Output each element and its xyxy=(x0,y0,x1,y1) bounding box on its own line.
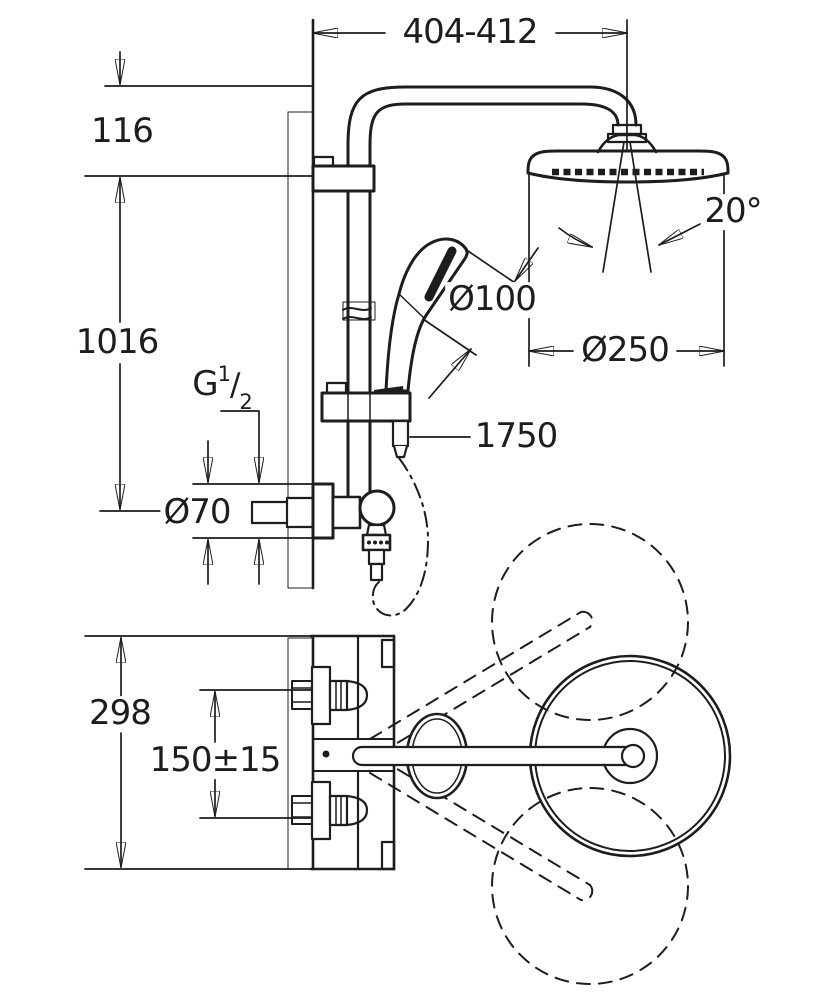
supply-stub-plan xyxy=(291,680,314,710)
spray-angle-label: 20° xyxy=(701,193,765,230)
thermostat-valve-front xyxy=(250,482,396,582)
swivel-arm-bottom xyxy=(369,757,591,901)
valve-knob xyxy=(358,489,396,527)
valve-height-label: 298 xyxy=(86,695,154,732)
dim-hand-shower xyxy=(422,247,539,399)
valve-plan xyxy=(291,634,396,871)
supply-stub-plan xyxy=(291,795,314,825)
rail-height-label: 1016 xyxy=(72,324,162,361)
thread-size-label: G1/2 xyxy=(189,361,255,413)
dim-rail-height xyxy=(99,178,164,512)
thread-denominator: 2 xyxy=(239,390,252,415)
head-mount-bell xyxy=(596,133,658,154)
dim-inlet-spacing xyxy=(199,689,312,819)
wall-hatch-plan xyxy=(287,637,314,870)
escutcheon-plan xyxy=(310,780,332,841)
thread-prefix: G xyxy=(192,364,218,405)
rail-break-mark xyxy=(342,307,372,311)
supply-nut xyxy=(285,496,315,529)
valve-connector xyxy=(331,495,362,530)
plan-view xyxy=(84,523,732,985)
escutcheon-diameter-label: Ø70 xyxy=(160,494,234,531)
dim-head-drop xyxy=(84,51,314,177)
head-drop-label: 116 xyxy=(88,113,156,150)
head-shower-diameter-label: Ø250 xyxy=(578,332,672,369)
shower-arm xyxy=(346,85,638,147)
slider-bracket xyxy=(320,381,412,459)
wall-bracket xyxy=(311,155,376,193)
head-shower xyxy=(526,123,730,184)
union-nut-plan xyxy=(328,794,349,827)
shower-hose xyxy=(371,457,429,617)
swivel-circle-top xyxy=(491,523,689,721)
head-plate xyxy=(526,149,730,184)
hand-shower xyxy=(374,237,469,402)
union-dome xyxy=(345,794,369,827)
hand-shower-body xyxy=(384,237,469,393)
hand-shower-neck-line xyxy=(398,293,424,318)
dim-spray-angle xyxy=(558,223,701,247)
union-nut-plan xyxy=(328,679,349,712)
rail-break-mark xyxy=(342,316,372,320)
dim-escutcheon xyxy=(192,440,314,585)
hose-length-label: 1750 xyxy=(471,418,561,455)
handle-plan xyxy=(380,840,396,871)
hand-shower-diameter-label: Ø100 xyxy=(445,281,539,318)
hose-connector-tip xyxy=(392,444,409,459)
escutcheon-front xyxy=(311,482,335,540)
valve-outlet xyxy=(367,548,386,566)
swivel-circle-bottom xyxy=(491,787,689,985)
dim-thread-leader xyxy=(220,410,259,585)
hub-inner xyxy=(620,743,646,769)
swivel-arm-top xyxy=(369,611,591,755)
handle-plan xyxy=(380,638,396,669)
union-dome xyxy=(345,679,369,712)
shower-arm-plan xyxy=(351,743,646,769)
hand-shower-face xyxy=(424,246,457,302)
spray-angle-lines xyxy=(602,19,652,273)
mount-screw xyxy=(322,750,330,758)
hose-connector xyxy=(391,419,410,448)
thread-slash: / xyxy=(229,367,241,404)
thread-numerator: 1 xyxy=(217,361,231,386)
escutcheon-plan xyxy=(310,665,332,726)
riser-rail xyxy=(342,143,376,499)
inlet-spacing-label: 150±15 xyxy=(146,742,284,779)
swivel-range xyxy=(369,523,689,985)
arm-span-label: 404-412 xyxy=(399,14,541,51)
